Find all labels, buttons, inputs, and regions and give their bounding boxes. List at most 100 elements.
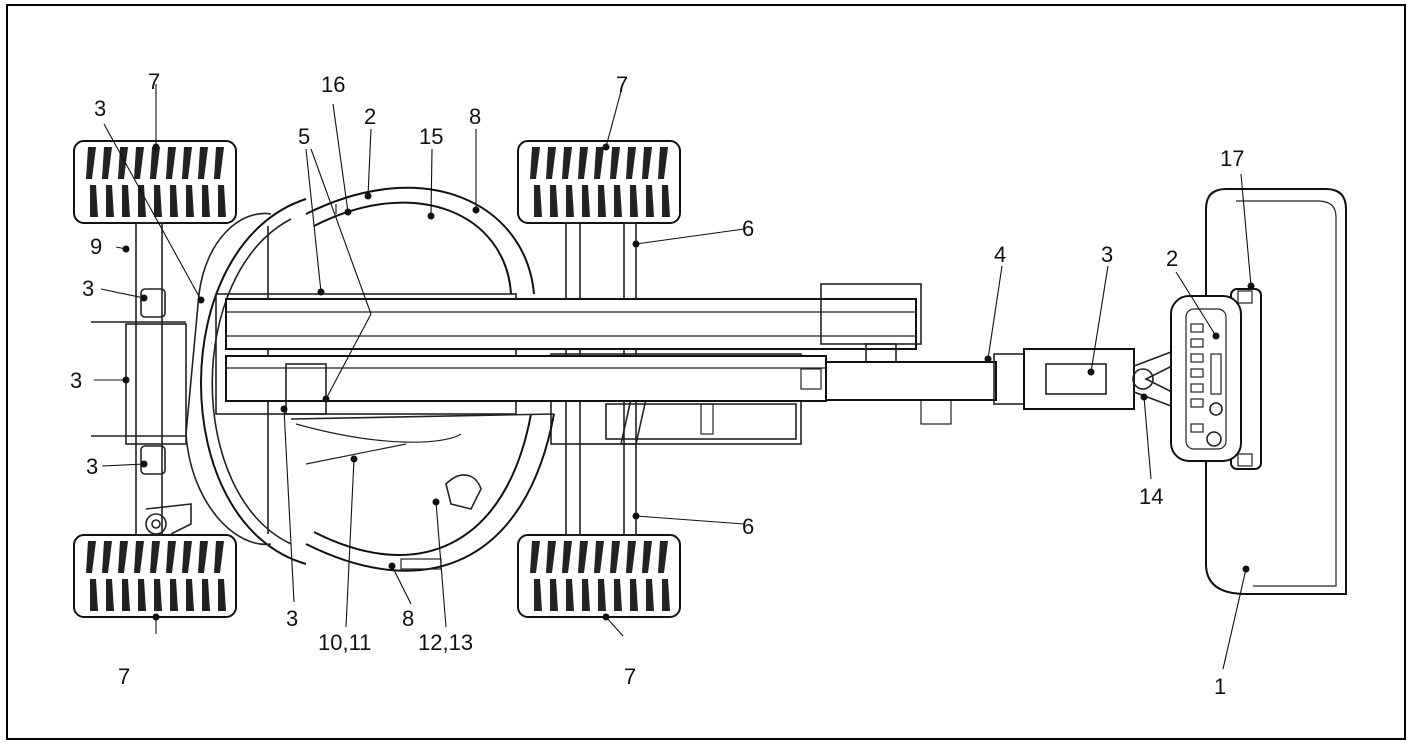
tread-lug <box>214 541 224 573</box>
tread-lug <box>610 147 620 179</box>
tread-lug <box>182 147 192 179</box>
tread-lug <box>598 185 606 217</box>
tread-lug <box>642 541 652 573</box>
tread-lug <box>198 541 208 573</box>
callout-c3b: 3 <box>82 276 94 301</box>
tread-lug <box>646 185 654 217</box>
tread-lug <box>530 147 540 179</box>
tread-lug <box>102 541 112 573</box>
callout-c7a: 7 <box>148 69 160 94</box>
callout-c5: 5 <box>298 124 310 149</box>
callout-c14: 14 <box>1139 484 1163 509</box>
tread-lug <box>150 541 160 573</box>
tread-lug <box>218 185 226 217</box>
tread-lug <box>170 579 178 611</box>
tread-lug <box>186 579 194 611</box>
tread-lug <box>198 147 208 179</box>
diagram-border <box>6 4 1406 740</box>
callout-c7c: 7 <box>118 664 130 689</box>
tread-lug <box>662 579 670 611</box>
tread-lug <box>594 541 604 573</box>
tread-lug <box>582 185 590 217</box>
wheel-front-top <box>517 140 681 224</box>
tread-lug <box>562 541 572 573</box>
tread-lug <box>90 579 98 611</box>
tread-lug <box>90 185 98 217</box>
callout-c8a: 8 <box>469 104 481 129</box>
tread-lug <box>566 579 574 611</box>
tread-lug <box>202 579 210 611</box>
callout-c17: 17 <box>1220 146 1244 171</box>
callout-c8b: 8 <box>402 606 414 631</box>
tread-lug <box>182 541 192 573</box>
tire-treads <box>86 147 670 611</box>
tread-lug <box>626 147 636 179</box>
tread-lug <box>658 147 668 179</box>
tread-lug <box>122 579 130 611</box>
callout-c15: 15 <box>419 124 443 149</box>
callout-c3e: 3 <box>286 606 298 631</box>
tread-lug <box>106 579 114 611</box>
callout-c6b: 6 <box>742 514 754 539</box>
callout-c3f: 3 <box>1101 242 1113 267</box>
turntable <box>185 186 555 572</box>
tread-lug <box>134 147 144 179</box>
callout-c1213: 12,13 <box>418 630 473 655</box>
tread-lug <box>86 147 96 179</box>
callout-c6a: 6 <box>742 216 754 241</box>
tread-lug <box>582 579 590 611</box>
tread-lug <box>598 579 606 611</box>
callout-c2a: 2 <box>364 104 376 129</box>
tread-lug <box>106 185 114 217</box>
callout-c7b: 7 <box>616 72 628 97</box>
machine-top-view-diagram: 7 3 16 2 8 15 5 7 17 6 4 3 2 9 3 3 3 14 … <box>6 4 1406 740</box>
callout-c3c: 3 <box>70 368 82 393</box>
tread-lug <box>122 185 130 217</box>
tread-lug <box>134 541 144 573</box>
tread-lug <box>546 541 556 573</box>
tread-lug <box>154 185 162 217</box>
tread-lug <box>546 147 556 179</box>
tread-lug <box>150 147 160 179</box>
tread-lug <box>166 147 176 179</box>
tread-lug <box>154 579 162 611</box>
callout-c9: 9 <box>90 234 102 259</box>
tread-lug <box>534 579 542 611</box>
callout-c4: 4 <box>994 242 1006 267</box>
leader-lines <box>94 83 1252 670</box>
callout-c3a: 3 <box>94 96 106 121</box>
tread-lug <box>578 541 588 573</box>
callout-c1: 1 <box>1214 674 1226 699</box>
callout-c7d: 7 <box>624 664 636 689</box>
tread-lug <box>642 147 652 179</box>
tread-lug <box>550 579 558 611</box>
callout-c2b: 2 <box>1166 246 1178 271</box>
tread-lug <box>594 147 604 179</box>
tread-lug <box>530 541 540 573</box>
tread-lug <box>626 541 636 573</box>
tread-lug <box>86 541 96 573</box>
tread-lug <box>534 185 542 217</box>
wheel-front-bottom <box>517 534 681 618</box>
tread-lug <box>566 185 574 217</box>
tread-lug <box>646 579 654 611</box>
tread-lug <box>138 579 146 611</box>
callout-dots <box>122 143 1255 621</box>
tread-lug <box>658 541 668 573</box>
tread-lug <box>186 185 194 217</box>
tread-lug <box>630 579 638 611</box>
tread-lug <box>202 185 210 217</box>
callout-c3d: 3 <box>86 454 98 479</box>
tread-lug <box>166 541 176 573</box>
tread-lug <box>218 579 226 611</box>
tread-lug <box>138 185 146 217</box>
tread-lug <box>550 185 558 217</box>
callout-c1011: 10,11 <box>318 630 371 655</box>
tread-lug <box>578 147 588 179</box>
callout-c16: 16 <box>321 72 345 97</box>
tread-lug <box>102 147 112 179</box>
tread-lug <box>170 185 178 217</box>
tread-lug <box>562 147 572 179</box>
tread-lug <box>662 185 670 217</box>
tread-lug <box>614 185 622 217</box>
